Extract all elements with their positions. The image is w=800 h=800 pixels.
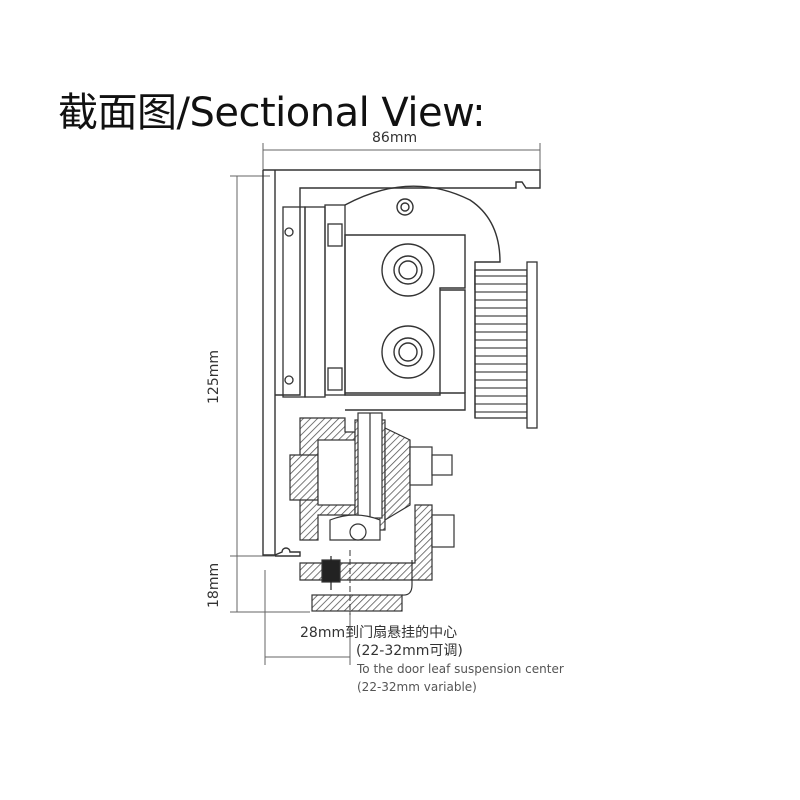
toothed-pulley bbox=[474, 261, 538, 429]
offset-note-cn: 28mm到门扇悬挂的中心 bbox=[300, 625, 458, 641]
roller-carriage bbox=[289, 412, 453, 541]
offset-range-cn: (22-32mm可调) bbox=[356, 643, 463, 659]
dimension-width-label: 86mm bbox=[372, 130, 418, 146]
dimension-height-label: 125mm bbox=[206, 350, 222, 404]
page-title: 截面图/Sectional View: bbox=[58, 90, 486, 136]
offset-note-en: To the door leaf suspension center bbox=[357, 662, 564, 676]
dimension-lower-label: 18mm bbox=[206, 562, 222, 608]
offset-range-en: (22-32mm variable) bbox=[357, 680, 477, 694]
motor-gearbox bbox=[344, 185, 501, 411]
mounting-plate bbox=[282, 204, 346, 398]
housing-profile bbox=[262, 169, 541, 557]
dimension-lines bbox=[230, 143, 541, 665]
hanger-bracket bbox=[299, 504, 455, 612]
